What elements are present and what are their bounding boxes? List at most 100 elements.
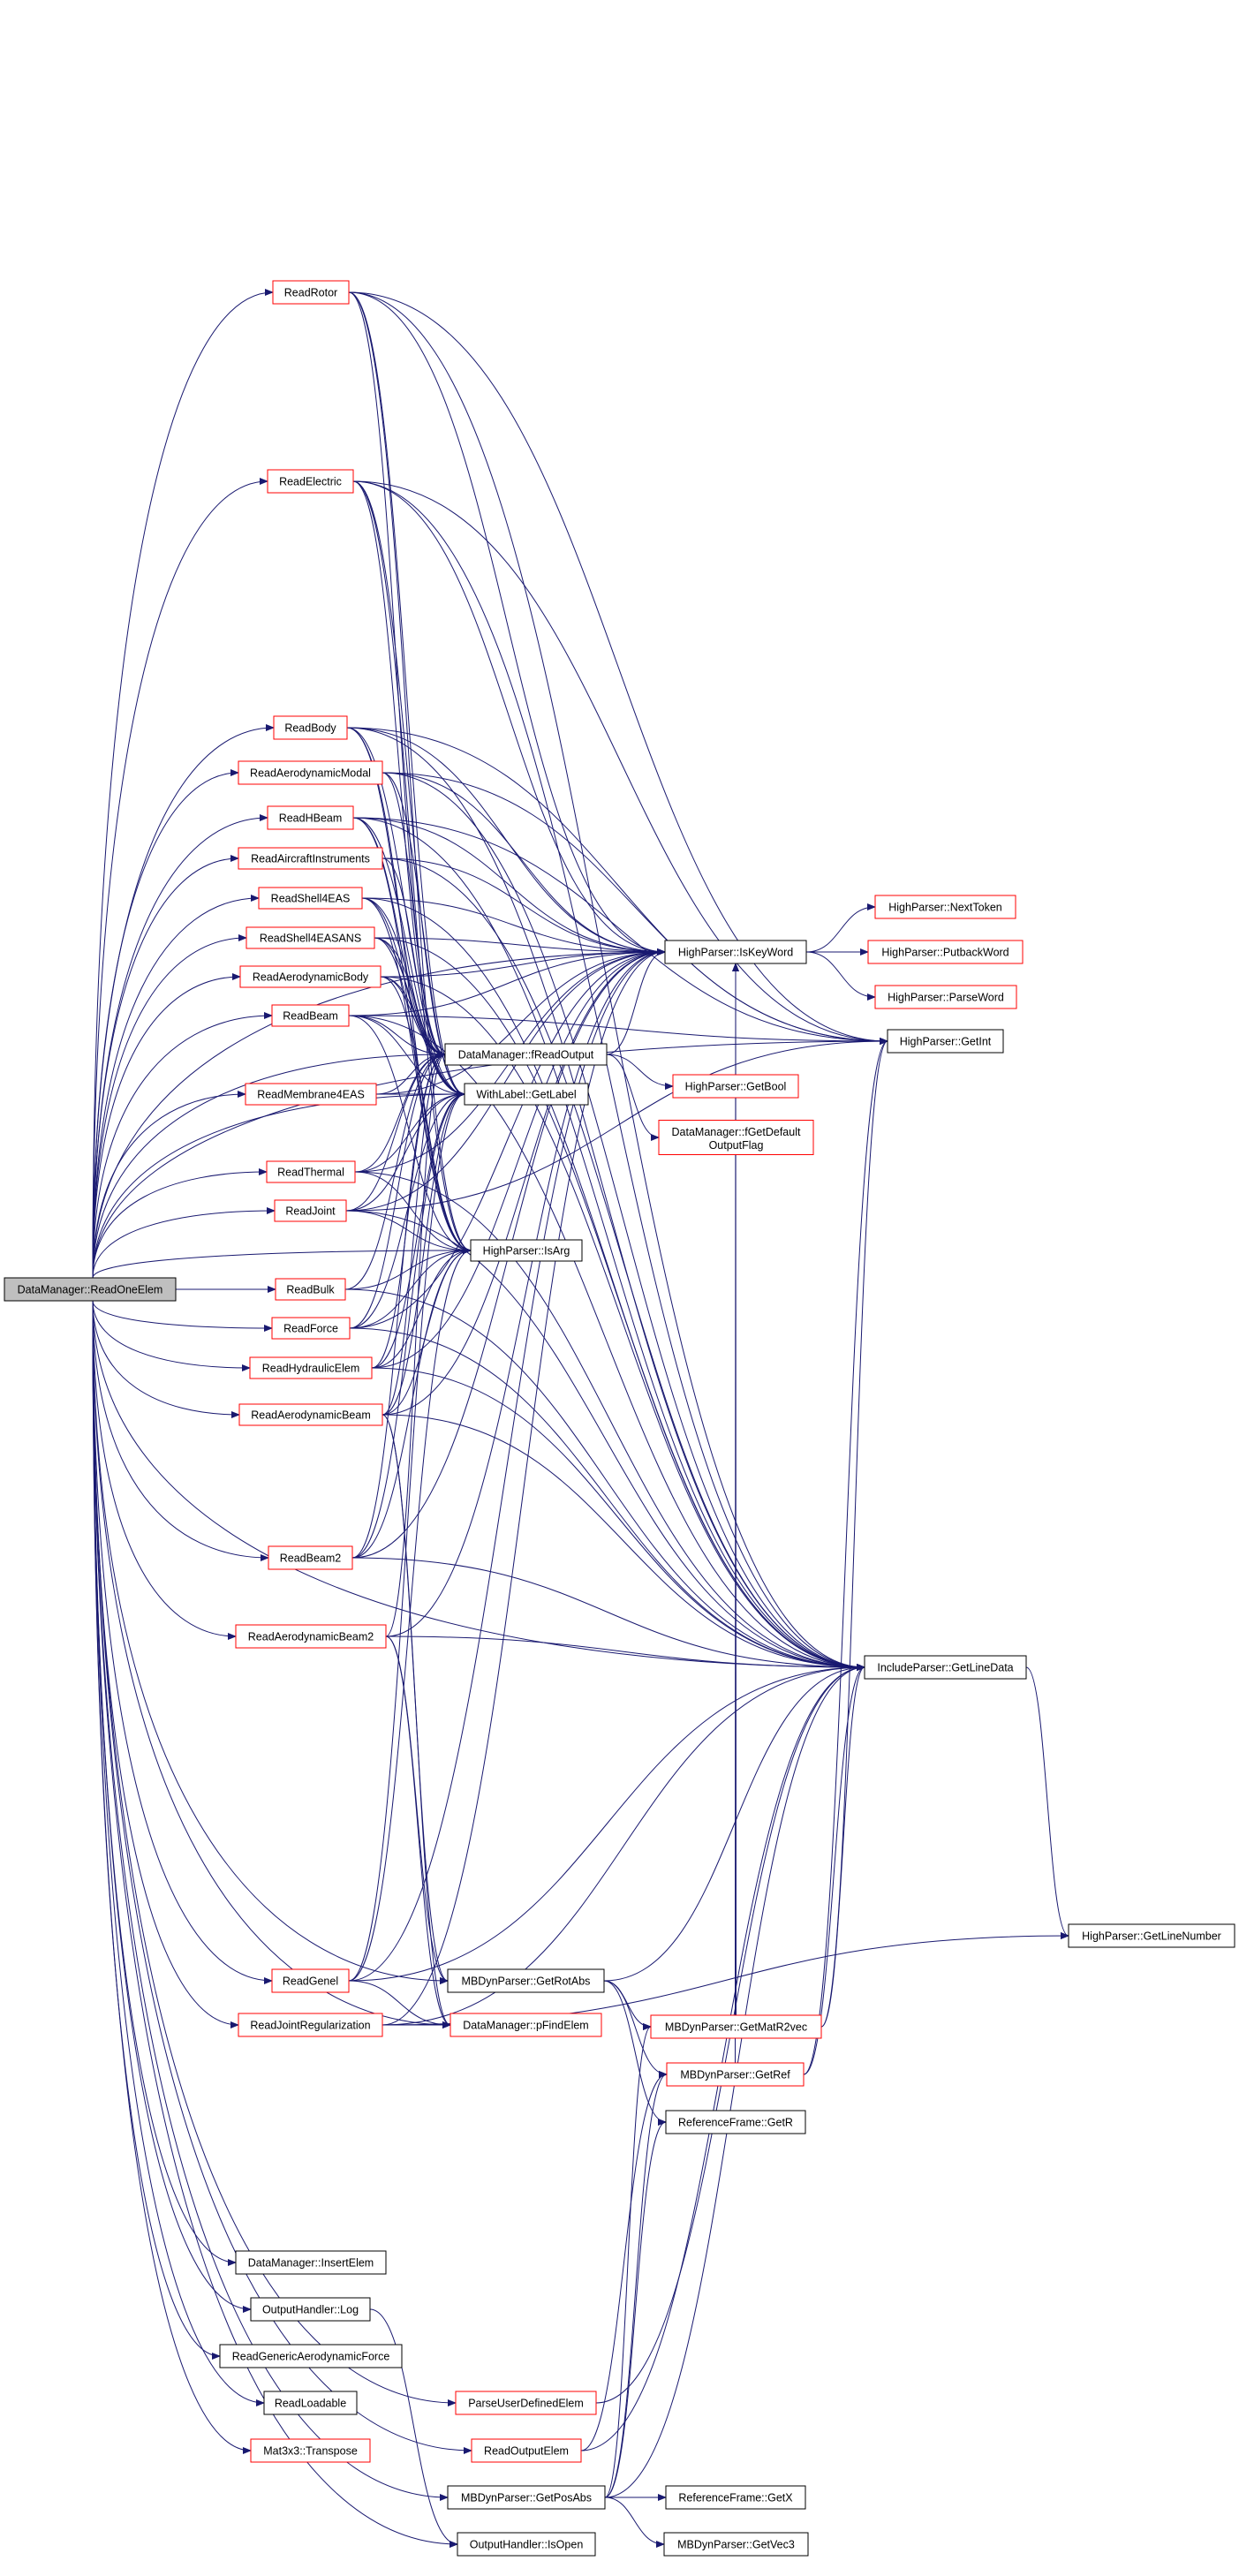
call-edge-ReadJoint-to-IsArg <box>345 1210 472 1254</box>
node-fReadOutput[interactable]: DataManager::fReadOutput <box>444 1043 608 1066</box>
node-box <box>455 2391 597 2415</box>
call-edge-ReadJoint-to-GetInt <box>345 1038 888 1212</box>
call-edge-ReadOneElem-to-IsArg <box>92 1247 472 1279</box>
node-GetLabel[interactable]: WithLabel::GetLabel <box>464 1083 589 1106</box>
node-label: ReadBeam <box>283 1010 338 1023</box>
node-box <box>239 965 382 988</box>
call-edge-ReadOneElem-to-GetPosAbs <box>92 1300 449 2501</box>
node-box <box>246 926 375 949</box>
call-edge-ReadOneElem-to-ReadLoadable <box>92 1300 265 2406</box>
node-label: ReadForce <box>283 1323 338 1335</box>
node-Log[interactable]: OutputHandler::Log <box>250 2297 371 2322</box>
node-box <box>219 2344 403 2368</box>
node-Transpose[interactable]: Mat3x3::Transpose <box>250 2438 371 2463</box>
call-edge-ReadOneElem-to-GetRotAbs <box>92 1300 449 1984</box>
call-edge-ReadAerodynamicBeam-to-IsKeyWord <box>382 948 666 1416</box>
call-edge-ReadHBeam-to-IsKeyWord <box>352 817 666 956</box>
node-GetBool[interactable]: HighParser::GetBool <box>672 1074 799 1099</box>
node-box <box>450 2013 602 2037</box>
node-ReadShell4EAS[interactable]: ReadShell4EAS <box>258 887 363 910</box>
call-edge-ReadAerodynamicBeam-to-GetLabel <box>382 1091 465 1416</box>
node-PutbackWord[interactable]: HighParser::PutbackWord <box>867 940 1024 964</box>
call-edge-ReadThermal-to-GetLabel <box>354 1091 465 1173</box>
node-GetX[interactable]: ReferenceFrame::GetX <box>665 2485 806 2510</box>
node-ReadGenel[interactable]: ReadGenel <box>271 1968 350 1993</box>
call-edge-ReadBeam2-to-GetLabel <box>351 1091 465 1559</box>
node-ReadLoadable[interactable]: ReadLoadable <box>263 2391 358 2415</box>
node-ReadRotor[interactable]: ReadRotor <box>272 280 350 305</box>
call-edge-GetRef-to-GetInt <box>803 1038 888 2075</box>
call-edge-ReadOneElem-to-ReadShell4EAS <box>92 895 260 1279</box>
call-edge-ReadShell4EASANS-to-GetLineData <box>374 937 865 1671</box>
node-ReadAerodynamicBody[interactable]: ReadAerodynamicBody <box>239 965 382 988</box>
node-ReadHBeam[interactable]: ReadHBeam <box>267 805 354 830</box>
call-edge-ReadShell4EAS-to-IsArg <box>361 897 472 1254</box>
node-ReadJointRegularization[interactable]: ReadJointRegularization <box>238 2013 383 2037</box>
node-ReadShell4EASANS[interactable]: ReadShell4EASANS <box>246 926 375 949</box>
node-GetInt[interactable]: HighParser::GetInt <box>887 1029 1004 1054</box>
node-box <box>238 760 383 785</box>
node-box <box>444 1043 608 1066</box>
node-GetRotAbs[interactable]: MBDynParser::GetRotAbs <box>447 1968 605 1993</box>
node-ReadElectric[interactable]: ReadElectric <box>267 469 354 494</box>
node-ReadJoint[interactable]: ReadJoint <box>274 1199 347 1222</box>
node-ReadOneElem[interactable]: DataManager::ReadOneElem <box>4 1277 177 1302</box>
node-label: ReadAerodynamicBody <box>253 971 369 984</box>
node-ReadThermal[interactable]: ReadThermal <box>266 1160 356 1183</box>
node-GetMatR2vec[interactable]: MBDynParser::GetMatR2vec <box>650 2014 822 2039</box>
node-ReadBody[interactable]: ReadBody <box>273 715 348 740</box>
node-box <box>650 2014 822 2039</box>
node-IsOpen[interactable]: OutputHandler::IsOpen <box>457 2532 596 2557</box>
call-edge-ReadAircraftInstruments-to-IsKeyWord <box>382 857 666 956</box>
node-ReadBeam2[interactable]: ReadBeam2 <box>268 1545 353 1570</box>
node-label: ReadHBeam <box>279 812 343 825</box>
node-ReadMembrane4EAS[interactable]: ReadMembrane4EAS <box>245 1083 377 1106</box>
node-box <box>874 895 1016 919</box>
node-label: HighParser::GetInt <box>900 1036 992 1048</box>
node-label: HighParser::NextToken <box>888 902 1002 914</box>
call-edge-ReadElectric-to-fReadOutput <box>352 480 446 1058</box>
node-ReadAerodynamicBeam[interactable]: ReadAerodynamicBeam <box>238 1403 383 1426</box>
call-edge-GetRef-to-IsKeyWord <box>731 963 739 2064</box>
node-box <box>235 1624 387 1649</box>
call-edge-ReadRotor-to-IsKeyWord <box>348 291 666 956</box>
node-GetR[interactable]: ReferenceFrame::GetR <box>665 2110 806 2134</box>
node-ReadBulk[interactable]: ReadBulk <box>275 1278 346 1301</box>
node-pFindElem[interactable]: DataManager::pFindElem <box>450 2013 602 2037</box>
call-edge-ReadBulk-to-IsArg <box>344 1247 472 1290</box>
node-label: DataManager::ReadOneElem <box>18 1284 163 1296</box>
node-ReadBeam[interactable]: ReadBeam <box>271 1004 350 1027</box>
node-GetLineData[interactable]: IncludeParser::GetLineData <box>864 1655 1027 1680</box>
node-label: DataManager::pFindElem <box>463 2020 588 2032</box>
node-ReadAerodynamicModal[interactable]: ReadAerodynamicModal <box>238 760 383 785</box>
node-ReadOutputElem[interactable]: ReadOutputElem <box>471 2438 582 2463</box>
node-ReadForce[interactable]: ReadForce <box>271 1317 351 1340</box>
call-edge-ReadBeam2-to-fReadOutput <box>351 1051 446 1559</box>
node-ReadAerodynamicBeam2[interactable]: ReadAerodynamicBeam2 <box>235 1624 387 1649</box>
node-ParseWord[interactable]: HighParser::ParseWord <box>874 985 1017 1009</box>
call-edge-ReadOneElem-to-ReadOutputElem <box>92 1300 472 2454</box>
node-GetVec3[interactable]: MBDynParser::GetVec3 <box>663 2532 809 2557</box>
node-ReadGenericAerodynamicForce[interactable]: ReadGenericAerodynamicForce <box>219 2344 403 2368</box>
node-GetPosAbs[interactable]: MBDynParser::GetPosAbs <box>447 2485 606 2510</box>
call-edge-ReadAerodynamicBeam-to-GetLineData <box>382 1414 865 1671</box>
node-NextToken[interactable]: HighParser::NextToken <box>874 895 1016 919</box>
call-edge-ReadAerodynamicBeam2-to-fReadOutput <box>385 1051 446 1637</box>
call-edge-ReadOutputElem-to-GetLineData <box>580 1664 865 2451</box>
node-ReadAircraftInstruments[interactable]: ReadAircraftInstruments <box>238 847 383 870</box>
call-edge-ReadAerodynamicBeam-to-fReadOutput <box>382 1051 446 1416</box>
node-InsertElem[interactable]: DataManager::InsertElem <box>235 2250 387 2275</box>
call-edge-ReadOneElem-to-ReadAerodynamicBeam2 <box>92 1300 237 1640</box>
call-edge-ReadAerodynamicBeam2-to-pFindElem <box>385 1635 451 2028</box>
node-box <box>238 2013 383 2037</box>
node-IsKeyWord[interactable]: HighParser::IsKeyWord <box>664 940 807 964</box>
call-edge-ReadHydraulicElem-to-IsKeyWord <box>371 948 666 1369</box>
node-ParseUserDefinedElem[interactable]: ParseUserDefinedElem <box>455 2391 597 2415</box>
node-ReadHydraulicElem[interactable]: ReadHydraulicElem <box>249 1356 373 1379</box>
node-IsArg[interactable]: HighParser::IsArg <box>470 1239 583 1262</box>
node-box <box>275 1278 346 1301</box>
node-GetLineNumber[interactable]: HighParser::GetLineNumber <box>1068 1923 1235 1948</box>
call-edge-ReadOneElem-to-ReadRotor <box>92 289 274 1279</box>
node-GetRef[interactable]: MBDynParser::GetRef <box>666 2062 805 2087</box>
